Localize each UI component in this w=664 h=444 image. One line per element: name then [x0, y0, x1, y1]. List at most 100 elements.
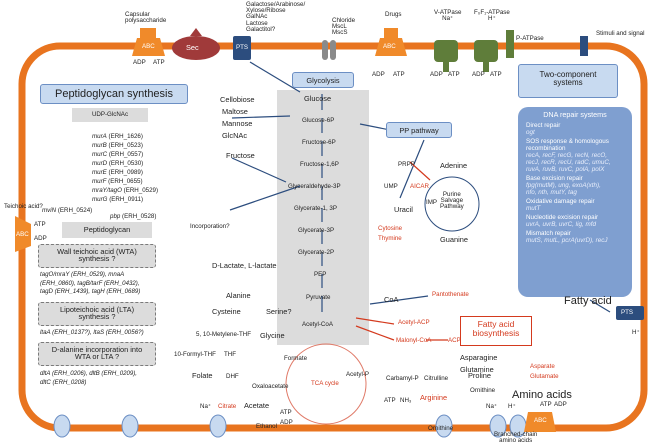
mannose: Mannose	[222, 119, 253, 128]
citrulline: Citrulline	[424, 375, 449, 382]
dna-head-ber: Base excision repair	[526, 175, 583, 183]
oxaloacetate: Oxaloacetate	[252, 383, 289, 390]
dna-genes-direct: ogt	[526, 129, 535, 137]
atp-label-2: ATP	[393, 71, 405, 78]
ornithine-inner: Ornithine	[470, 387, 496, 394]
two-component-sensor	[580, 36, 588, 56]
v-atpase	[434, 40, 458, 72]
glycine: Glycine	[260, 331, 285, 340]
abc-label-left: ABC	[16, 231, 29, 238]
p-atpase-label: P-ATPase	[516, 35, 544, 42]
pp-pathway-title: PP pathway	[399, 126, 439, 135]
gene-murf: murF (ERH_0655)	[92, 178, 143, 185]
sec-label: Sec	[186, 43, 199, 52]
glcnac: GlcNAc	[222, 131, 248, 140]
atp-label-1: ATP	[153, 59, 165, 66]
coa: CoA	[384, 295, 399, 304]
dala-box: D-alanine incorporation into WTA or LTA …	[38, 342, 156, 366]
d-lactate: D-Lactate, L-lactate	[212, 261, 277, 270]
branched-label: Branched-chain amino acids	[494, 431, 538, 444]
adp-bottom: ADP	[554, 401, 567, 408]
glc: Glucose	[304, 94, 332, 103]
ump: UMP	[384, 183, 398, 190]
gene-murb: murB (ERH_0523)	[92, 142, 143, 149]
proline: Proline	[468, 371, 492, 380]
acetyl-acp: Acetyl-ACP	[398, 319, 430, 326]
atp-acetate: ATP	[280, 409, 292, 416]
adp-label-4: ADP	[472, 71, 485, 78]
bottom-channel-5	[489, 414, 507, 438]
glutamine: Glutamine	[460, 365, 494, 374]
na-plus-bottom: Na⁺	[486, 403, 498, 410]
peptidoglycan-label: Peptidoglycan	[83, 225, 131, 234]
citrate: Citrate	[218, 403, 237, 410]
gene-mura: murA (ERH_1626)	[92, 133, 143, 140]
glycolysis-box: Glycolysis	[292, 72, 354, 88]
purine-circle	[424, 176, 480, 232]
pbp-gene: pbp (ERH_0528)	[110, 213, 157, 220]
udp-glcnac-box: UDP-GlcNAc	[72, 108, 148, 122]
pyruvate: Pyruvate	[306, 294, 331, 301]
guanine: Guanine	[440, 235, 468, 244]
abc-transporter-teichoic	[15, 216, 31, 252]
adp-label-2: ADP	[372, 71, 385, 78]
gene-murd: murD (ERH_0530)	[92, 160, 144, 167]
glycolysis-title: Glycolysis	[306, 76, 340, 85]
thf: THF	[224, 351, 237, 358]
pts-label-right: PTS	[621, 309, 634, 316]
formate: Formate	[284, 355, 308, 362]
chloride-channel	[322, 40, 336, 60]
dna-head-direct: Direct repair	[526, 122, 561, 130]
methylene-thf: 5, 10-Metylene-THF	[196, 331, 252, 338]
gap: Glyceraldehyde-3P	[288, 183, 341, 190]
pp-pathway-box: PP pathway	[386, 122, 452, 138]
adp-label-left: ADP	[34, 235, 47, 242]
serine: Serine?	[266, 307, 292, 316]
cysteine: Cysteine	[212, 307, 241, 316]
formyl-thf: 10-Formyl-THF	[174, 351, 216, 358]
nh3: NH₃	[400, 397, 412, 404]
dna-genes-oxidative: mutT	[526, 205, 541, 213]
teichoic-acid-label: Teichoic acid?	[4, 203, 43, 210]
mur-gene-list: murA (ERH_1626) murB (ERH_0523) murC (ER…	[92, 132, 158, 204]
arginine: Arginine	[420, 393, 448, 402]
wta-line-1: tagO/mraY (ERH_0529), mnaA	[40, 271, 125, 278]
tca-circle	[285, 343, 367, 425]
thymine: Thymine	[378, 235, 402, 242]
f6p: Fructose-6P	[302, 139, 336, 146]
sec-transporter	[172, 36, 220, 60]
tca-label: TCA cycle	[311, 380, 339, 387]
aspartate: Asparate	[530, 363, 555, 370]
lta-genes: ltaA (ERH_0137?), ltaS (ERH_0056?)	[40, 329, 144, 336]
acp: ACP	[448, 337, 461, 344]
dala-genes: dltA (ERH_0206), dltB (ERH_0209), dltC (…	[40, 370, 137, 387]
dna-head-oxidative: Oxidative damage repair	[526, 198, 595, 206]
acetyl-coa: Acetyl-CoA	[302, 321, 333, 328]
abc-transporter-bottom	[524, 412, 556, 432]
gene-murc: murC (ERH_0557)	[92, 151, 144, 158]
ornithine-outer: Ornithine	[428, 425, 454, 432]
atp-label-3: ATP	[448, 71, 460, 78]
g3p: Glycerate-3P	[298, 227, 335, 234]
carbamyl-p: Carbamyl-P	[386, 375, 419, 382]
pathway-arrows	[229, 61, 611, 313]
atp-bottom: ATP	[540, 401, 552, 408]
atp-label-4: ATP	[490, 71, 502, 78]
bottom-channel-1	[53, 414, 71, 438]
bottom-channel-2	[121, 414, 139, 438]
cellobiose: Cellobiose	[220, 95, 255, 104]
dna-head-sos: SOS response & homologous recombination	[526, 138, 609, 153]
bottom-channel-4	[435, 414, 453, 438]
maltose: Maltose	[222, 107, 248, 116]
lta-title: Lipoteichoic acid (LTA) synthesis ?	[59, 305, 135, 322]
incorporation-label: Incorporation?	[190, 223, 230, 230]
abc-transporter-capsular	[132, 28, 165, 56]
v-atpase-label: V-ATPase Na⁺	[434, 9, 462, 23]
amino-acids: Amino acids	[512, 389, 572, 401]
gene-mray: mraY/tagO (ERH_0529)	[92, 187, 159, 194]
sec-arrow-head	[190, 28, 202, 36]
alanine: Alanine	[226, 291, 251, 300]
dna-genes-mismatch: mutS, mutL, pcrA(uvrD), recJ	[526, 237, 608, 245]
drugs-label: Drugs	[385, 11, 402, 18]
